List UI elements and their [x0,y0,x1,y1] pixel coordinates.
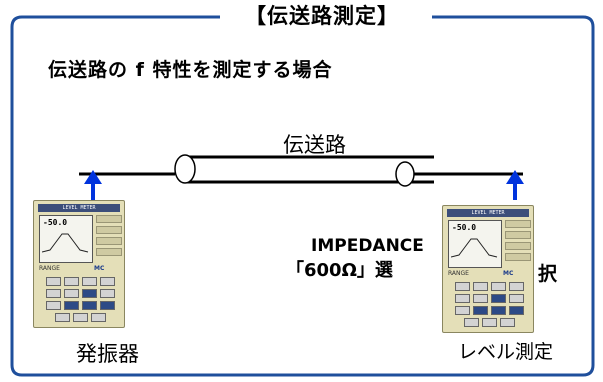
subtitle: 伝送路の f 特性を測定する場合 [48,59,333,81]
right-connector-ellipse [395,161,415,187]
left-connector-ellipse [174,154,196,184]
device-readout: -50.0 [43,218,68,227]
impedance-note-line1: IMPEDANCE [311,236,424,256]
device-logo: MC [503,270,514,277]
device-range-label: RANGE [448,270,469,277]
impedance-note-line2: 「600Ω」選 [286,260,393,281]
device-range-label: RANGE [39,265,60,272]
device-keypad [448,282,530,330]
level-meter-device: LEVEL METER -50.0 RANGE MC [442,205,534,333]
frame-border [10,15,595,377]
device-waveform [42,233,89,253]
oscillator-device: LEVEL METER -50.0 RANGE MC [33,200,125,328]
device-side-buttons [96,215,122,263]
right-arrow-head [506,170,524,184]
impedance-note-line3: 択 [538,263,558,285]
transmission-line-label: 伝送路 [283,133,346,157]
device-readout: -50.0 [452,223,477,232]
device-header: LEVEL METER [38,204,120,212]
device-side-buttons [505,220,531,268]
device-header: LEVEL METER [447,209,529,217]
device-keypad [39,277,121,325]
device-lcd: -50.0 [39,215,93,263]
left-arrow-head [84,170,102,184]
level-measurement-label: レベル測定 [458,341,554,363]
frame-title: 【伝送路測定】 [245,4,399,28]
oscillator-label: 発振器 [76,342,139,366]
device-waveform [451,238,498,258]
device-lcd: -50.0 [448,220,502,268]
device-logo: MC [94,265,105,272]
